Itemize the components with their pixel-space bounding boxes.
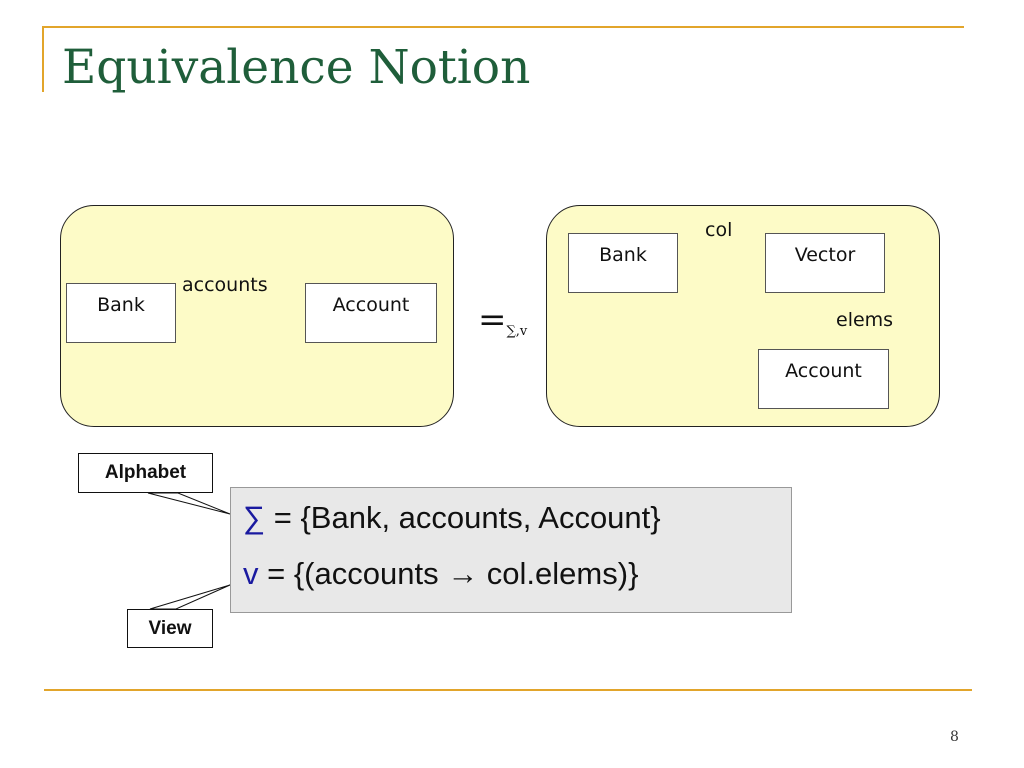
vector-box: Vector — [765, 233, 885, 293]
alphabet-callout: Alphabet — [78, 453, 213, 493]
formula-box: ∑ = {Bank, accounts, Account} v = {(acco… — [230, 487, 792, 613]
view-set: = {(accounts → col.elems)} — [258, 556, 639, 591]
title-rule-left — [42, 26, 44, 92]
equals-sign: = — [478, 300, 507, 340]
alphabet-set: = {Bank, accounts, Account} — [265, 500, 661, 535]
bottom-rule — [44, 689, 972, 691]
alphabet-callout-label: Alphabet — [104, 462, 187, 483]
slide-title: Equivalence Notion — [62, 40, 531, 95]
elems-label: elems — [836, 309, 894, 331]
title-rule-top — [44, 26, 964, 28]
left-bank-label: Bank — [97, 294, 145, 316]
view-pointer — [149, 584, 231, 610]
right-bank-label: Bank — [599, 244, 647, 266]
nu-symbol: v — [243, 556, 259, 591]
alphabet-definition: ∑ = {Bank, accounts, Account} — [243, 500, 661, 536]
view-callout-label: View — [148, 618, 192, 639]
page-number: 8 — [950, 729, 959, 745]
col-label: col — [705, 219, 733, 241]
view-definition: v = {(accounts → col.elems)} — [243, 556, 638, 592]
equivalence-symbol: =∑,v — [478, 300, 527, 340]
view-callout: View — [127, 609, 213, 648]
left-account-label: Account — [332, 294, 410, 316]
right-account-label: Account — [785, 360, 862, 382]
sigma-symbol: ∑ — [243, 500, 266, 535]
accounts-label: accounts — [182, 274, 268, 296]
equivalence-subscript: ∑,v — [506, 324, 528, 339]
alphabet-pointer — [147, 492, 231, 515]
right-account-box: Account — [758, 349, 889, 409]
vector-label: Vector — [794, 244, 856, 266]
left-bank-box: Bank — [66, 283, 176, 343]
right-bank-box: Bank — [568, 233, 678, 293]
left-account-box: Account — [305, 283, 437, 343]
